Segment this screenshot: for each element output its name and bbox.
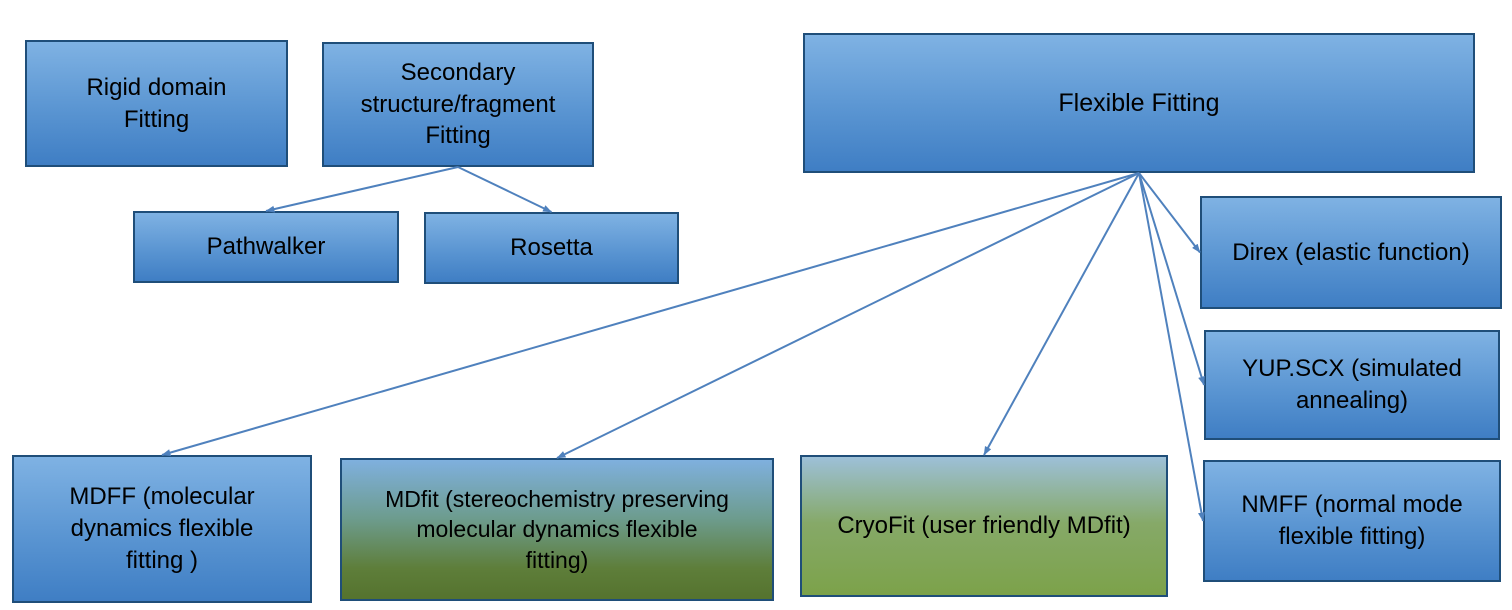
box-mdff-label: MDFF (molecular dynamics flexible fittin… xyxy=(69,483,255,574)
box-pathwalker-label: Pathwalker xyxy=(206,233,326,261)
box-direx: Direx (elastic function) xyxy=(1200,196,1502,309)
box-yup-scx: YUP.SCX (simulated annealing) xyxy=(1204,330,1500,440)
connector-arrow-flexible-to-yupscx xyxy=(1138,172,1205,386)
connector-arrow-flexible-to-cryofit xyxy=(983,172,1140,456)
box-rigid-domain-fitting-label: Rigid domain Fitting xyxy=(86,73,227,133)
box-mdfit-label: MDfit (stereochemistry preserving molecu… xyxy=(385,485,729,573)
connector-arrow-flexible-to-direx xyxy=(1138,172,1201,254)
box-rosetta-label: Rosetta xyxy=(510,234,593,262)
box-cryofit: CryoFit (user friendly MDfit) xyxy=(800,455,1168,597)
connector-arrow-secondary-to-pathwalker xyxy=(265,166,459,213)
box-secondary-structure-fragment-fitting: Secondary structure/fragment Fitting xyxy=(322,42,594,167)
box-pathwalker: Pathwalker xyxy=(133,211,399,283)
box-secondary-structure-fragment-fitting-label: Secondary structure/fragment Fitting xyxy=(360,58,556,150)
box-flexible-fitting: Flexible Fitting xyxy=(803,33,1475,173)
box-mdff: MDFF (molecular dynamics flexible fittin… xyxy=(12,455,312,603)
box-nmff: NMFF (normal mode flexible fitting) xyxy=(1203,460,1501,582)
box-direx-label: Direx (elastic function) xyxy=(1232,238,1470,266)
box-flexible-fitting-label: Flexible Fitting xyxy=(1058,88,1220,117)
box-rosetta: Rosetta xyxy=(424,212,679,284)
connector-arrow-secondary-to-rosetta xyxy=(457,166,552,213)
box-yup-scx-label: YUP.SCX (simulated annealing) xyxy=(1242,355,1462,414)
box-cryofit-label: CryoFit (user friendly MDfit) xyxy=(837,512,1131,540)
box-mdfit: MDfit (stereochemistry preserving molecu… xyxy=(340,458,774,601)
box-rigid-domain-fitting: Rigid domain Fitting xyxy=(25,40,288,167)
box-nmff-label: NMFF (normal mode flexible fitting) xyxy=(1241,491,1463,550)
